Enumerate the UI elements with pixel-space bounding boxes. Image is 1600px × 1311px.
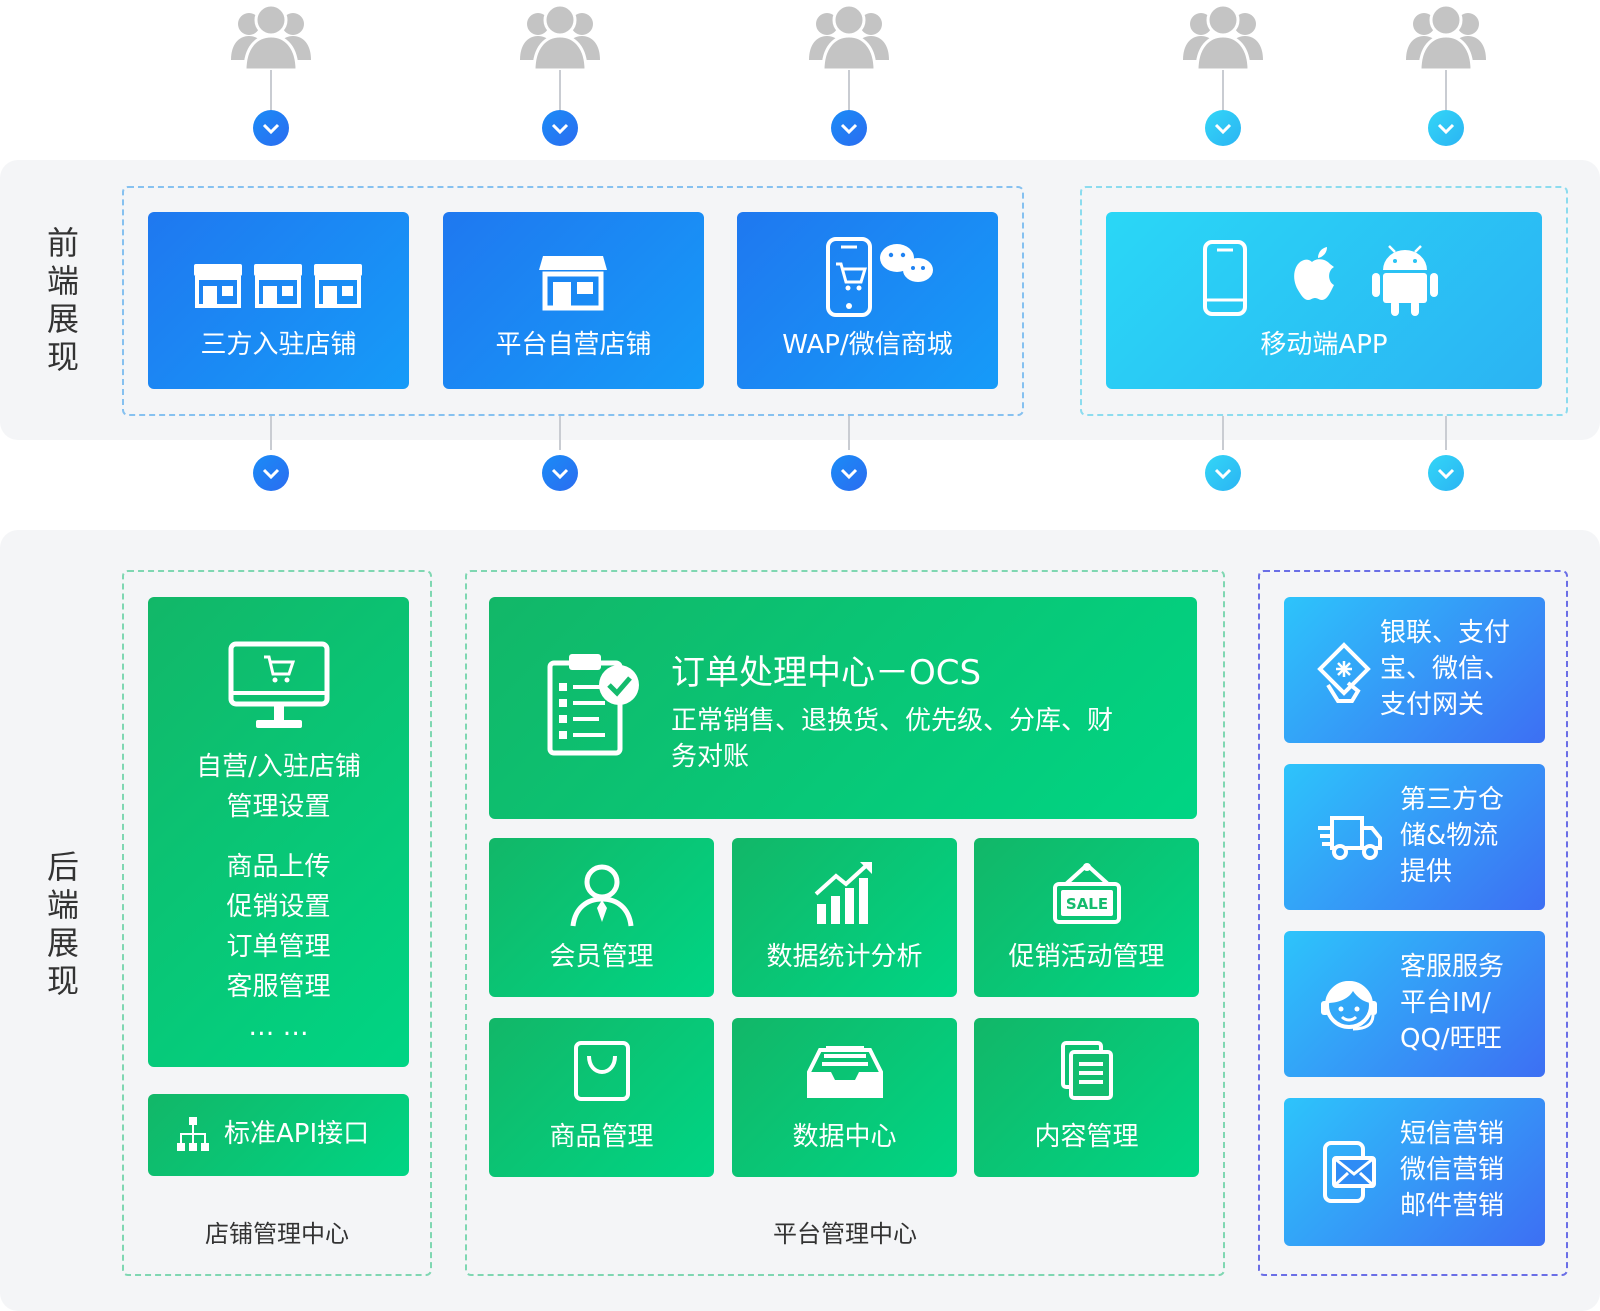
chevron-down-icon — [253, 110, 289, 146]
module-product[interactable]: 商品管理 — [489, 1018, 714, 1177]
clipboard-check-icon — [547, 654, 639, 756]
store-center-caption: 店铺管理中心 — [205, 1220, 349, 1248]
store-icon — [539, 256, 607, 311]
connector-line — [1222, 70, 1224, 112]
card-platform-stores[interactable]: 平台自营店铺 — [443, 212, 704, 389]
module-promotion[interactable]: SALE 促销活动管理 — [974, 838, 1199, 997]
payment-card-icon — [1317, 642, 1371, 703]
documents-stack-icon — [1061, 1041, 1113, 1100]
user-group-icon — [1181, 0, 1265, 72]
module-label: 商品管理 — [549, 1122, 654, 1152]
chevron-down-icon — [831, 110, 867, 146]
phone-cart-wechat-icon — [826, 237, 933, 317]
sitemap-icon — [177, 1117, 209, 1151]
user-group-icon — [229, 0, 313, 72]
shopping-bag-icon — [574, 1041, 630, 1101]
connector-line — [1222, 416, 1224, 450]
chevron-down-icon — [542, 110, 578, 146]
chevron-down-icon — [1428, 110, 1464, 146]
module-member[interactable]: 会员管理 — [489, 838, 714, 997]
store-settings-card[interactable]: 自营/入驻店铺 管理设置 商品上传 促销设置 订单管理 客服管理 … … — [148, 597, 409, 1067]
service-customer-support[interactable]: 客服服务 平台IM/ QQ/旺旺 — [1284, 931, 1545, 1077]
connector-line — [848, 70, 850, 112]
card-label: 移动端APP — [1260, 330, 1388, 360]
store-center-group — [122, 570, 432, 1276]
frontend-web-group — [122, 186, 1024, 416]
chevron-down-icon — [542, 455, 578, 491]
user-group-icon — [1404, 0, 1488, 72]
api-label: 标准API接口 — [224, 1119, 370, 1149]
card-third-party-stores[interactable]: 三方入驻店铺 — [148, 212, 409, 389]
module-statistics[interactable]: 数据统计分析 — [732, 838, 957, 997]
chevron-down-icon — [1205, 455, 1241, 491]
module-label: 促销活动管理 — [1008, 942, 1165, 972]
module-label: 数据统计分析 — [766, 942, 923, 972]
platform-center-caption: 平台管理中心 — [773, 1220, 917, 1248]
user-tie-icon — [570, 864, 634, 927]
service-payment[interactable]: 银联、支付 宝、微信、 支付网关 — [1284, 597, 1545, 743]
store-settings-items: 商品上传 促销设置 订单管理 客服管理 … … — [226, 852, 331, 1042]
card-wap-wechat[interactable]: WAP/微信商城 — [737, 212, 998, 389]
ocs-description: 正常销售、退换货、优先级、分库、财 务对账 — [671, 706, 1114, 772]
service-logistics[interactable]: 第三方仓 储&物流 提供 — [1284, 764, 1545, 910]
phone-apple-android-icon — [1203, 240, 1438, 316]
module-label: 数据中心 — [792, 1122, 897, 1152]
module-label: 会员管理 — [549, 942, 654, 972]
frontend-app-group — [1080, 186, 1568, 416]
module-label: 内容管理 — [1034, 1122, 1139, 1152]
delivery-truck-icon — [1318, 816, 1382, 860]
service-label: 短信营销 微信营销 邮件营销 — [1400, 1119, 1505, 1221]
chevron-down-icon — [1205, 110, 1241, 146]
svg-text:SALE: SALE — [1066, 895, 1108, 913]
backend-label: 后端展现 — [46, 848, 79, 1000]
service-marketing[interactable]: 短信营销 微信营销 邮件营销 — [1284, 1098, 1545, 1246]
user-group-icon — [518, 0, 602, 72]
chevron-down-icon — [831, 455, 867, 491]
platform-center-group — [465, 570, 1225, 1276]
store-row-icon — [194, 264, 362, 308]
sale-sign-icon: SALE — [1053, 863, 1121, 924]
chevron-down-icon — [1428, 455, 1464, 491]
bar-chart-up-icon — [814, 862, 872, 924]
store-settings-title: 自营/入驻店铺 管理设置 — [196, 752, 361, 822]
card-label: 平台自营店铺 — [495, 330, 652, 360]
connector-line — [270, 416, 272, 450]
card-label: 三方入驻店铺 — [200, 330, 357, 360]
customer-service-icon — [1321, 981, 1377, 1031]
connector-line — [270, 70, 272, 112]
ocs-title: 订单处理中心－OCS — [671, 653, 982, 693]
api-card[interactable]: 标准API接口 — [148, 1094, 409, 1176]
ocs-card[interactable]: 订单处理中心－OCS 正常销售、退换货、优先级、分库、财 务对账 — [489, 597, 1197, 819]
user-group-icon — [807, 0, 891, 72]
connector-line — [559, 416, 561, 450]
module-data-center[interactable]: 数据中心 — [732, 1018, 957, 1177]
card-label: WAP/微信商城 — [782, 330, 953, 360]
connector-line — [1445, 416, 1447, 450]
services-group — [1258, 570, 1568, 1276]
chevron-down-icon — [253, 455, 289, 491]
inbox-tray-icon — [807, 1046, 883, 1098]
frontend-label: 前端展现 — [46, 224, 79, 376]
connector-line — [1445, 70, 1447, 112]
connector-line — [848, 416, 850, 450]
connector-line — [559, 70, 561, 112]
phone-mail-icon — [1323, 1141, 1376, 1203]
card-mobile-app[interactable]: 移动端APP — [1106, 212, 1542, 389]
service-label: 客服服务 平台IM/ QQ/旺旺 — [1400, 952, 1505, 1054]
module-content[interactable]: 内容管理 — [974, 1018, 1199, 1177]
service-label: 第三方仓 储&物流 提供 — [1400, 785, 1505, 887]
monitor-cart-icon — [228, 641, 330, 728]
service-label: 银联、支付 宝、微信、 支付网关 — [1380, 618, 1511, 720]
